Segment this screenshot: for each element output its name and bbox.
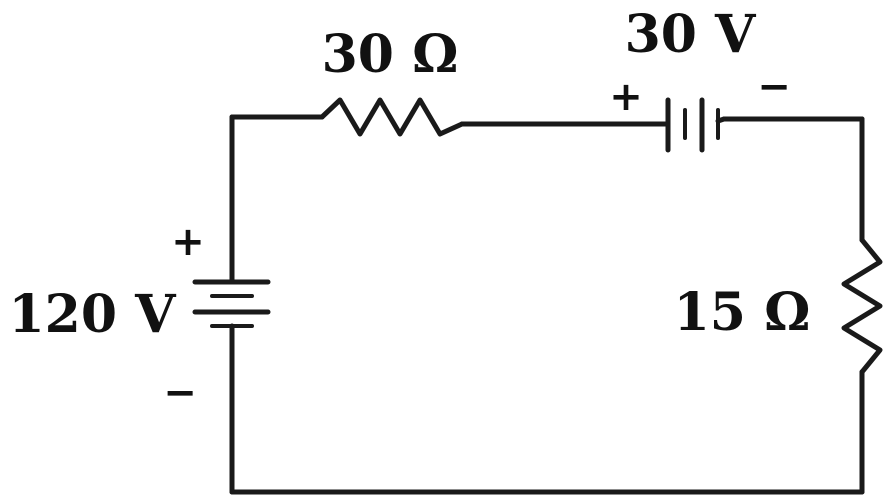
battery-left: 120 V + −	[9, 219, 271, 416]
battery-top: 30 V + −	[609, 4, 791, 153]
battery-top-minus: −	[757, 64, 791, 110]
resistor-top: 30 Ω	[319, 24, 465, 137]
resistor-top-zigzag	[319, 97, 465, 137]
resistor-right-zigzag	[841, 237, 883, 375]
resistor-right-label: 15 Ω	[674, 282, 811, 343]
battery-top-plus: +	[609, 74, 643, 120]
battery-left-label: 120 V	[9, 284, 178, 345]
battery-left-minus: −	[163, 370, 197, 416]
battery-top-lead-right	[715, 116, 727, 124]
battery-top-label: 30 V	[625, 4, 757, 65]
resistor-top-label: 30 Ω	[322, 24, 459, 85]
resistor-right: 15 Ω	[674, 237, 883, 375]
circuit-wires	[229, 114, 865, 495]
battery-left-plus: +	[171, 219, 205, 265]
